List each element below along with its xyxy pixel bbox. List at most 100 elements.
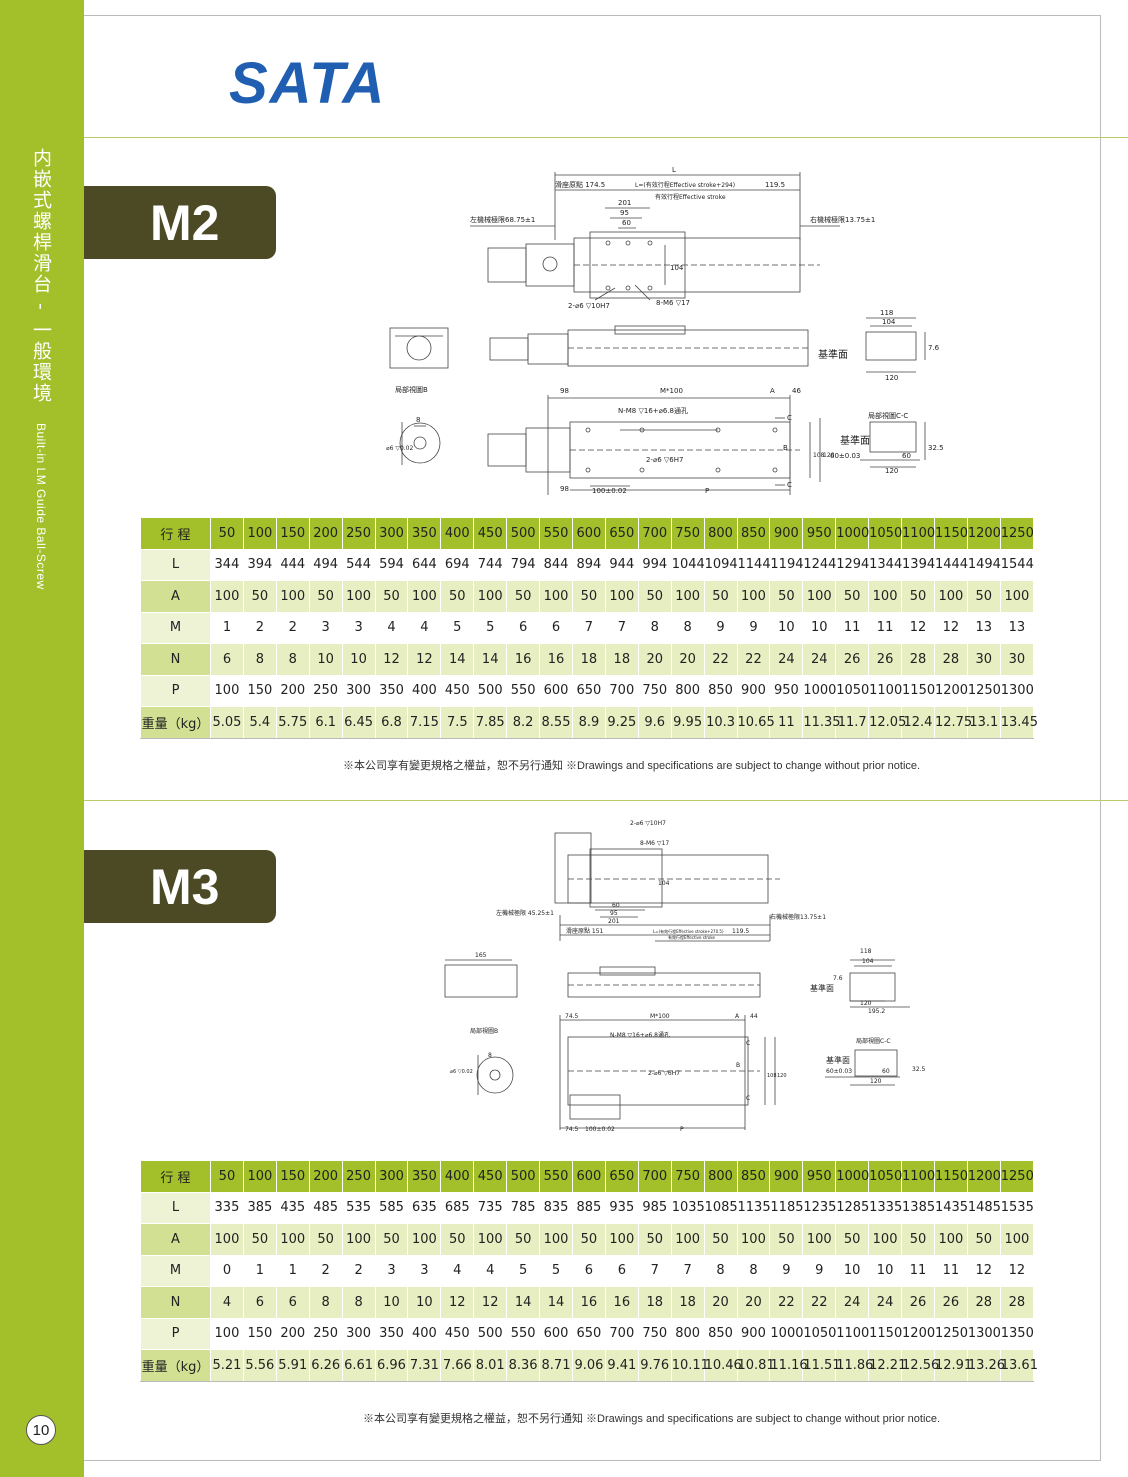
table-cell: 6.96 (374, 1349, 409, 1382)
row-label: L (140, 548, 211, 581)
table-cell: 1050 (868, 517, 902, 550)
m3-label-pin-hole: 2-⌀6 ▽10H7 (630, 820, 666, 827)
table-cell: 1150 (933, 517, 968, 550)
table-cell: 6 (571, 1254, 606, 1287)
table-cell: 12 (407, 643, 442, 676)
table-cell: 12 (966, 1254, 1001, 1287)
table-cell: 9.25 (604, 706, 639, 739)
m3-label-detail-c: 局部視圖C-C (856, 1037, 891, 1045)
table-cell: 1150 (933, 1160, 968, 1193)
sidebar-title-en: Built-in LM Guide Ball-Screw (34, 423, 48, 590)
page-number: 10 (26, 1415, 56, 1445)
table-cell: 100 (210, 1317, 244, 1350)
table-cell: 11.16 (769, 1349, 808, 1382)
table-cell: 12 (999, 1254, 1035, 1287)
table-cell: 7.15 (407, 706, 442, 739)
table-cell: 50 (242, 580, 277, 613)
m2-label-104b: 104 (882, 318, 896, 326)
m2-label-120v: 120 (823, 452, 835, 459)
table-cell: 6.61 (341, 1349, 376, 1382)
table-cell: 7.31 (407, 1349, 442, 1382)
table-cell: 1194 (769, 548, 804, 581)
table-cell: 10.3 (703, 706, 738, 739)
table-cell: 7 (637, 1254, 672, 1287)
table-cell: 1250 (999, 517, 1035, 550)
table-cell: 0 (210, 1254, 244, 1287)
model-tab-m2: M2 (84, 186, 276, 259)
table-cell: 30 (999, 643, 1035, 676)
table-cell: 944 (604, 548, 639, 581)
table-cell: 1100 (901, 1160, 935, 1193)
m3-notice: ※本公司享有變更規格之權益，恕不另行通知 ※Drawings and speci… (363, 1413, 941, 1425)
table-cell: 1135 (736, 1191, 771, 1224)
m2-label-effective-stroke: 有效行程Effective stroke (655, 193, 726, 201)
table-cell: 6 (242, 1286, 277, 1319)
table-cell: 5 (473, 611, 508, 644)
table-cell: 12 (440, 1286, 475, 1319)
table-cell: 20 (670, 643, 705, 676)
table-cell: 7.66 (440, 1349, 475, 1382)
table-cell: 450 (440, 674, 475, 707)
table-cell: 11.7 (835, 706, 870, 739)
table-cell: 8.71 (539, 1349, 573, 1382)
table-cell: 744 (473, 548, 508, 581)
m3-label-datum: 基準面 (810, 983, 834, 993)
table-cell: 50 (637, 580, 672, 613)
table-cell: 100 (210, 674, 244, 707)
table-cell: 10.46 (703, 1349, 742, 1382)
table-cell: 1444 (933, 548, 968, 581)
table-cell: 3 (308, 611, 343, 644)
table-cell: 100 (802, 580, 837, 613)
table-cell: 8 (275, 643, 310, 676)
table-cell: 2 (242, 611, 277, 644)
table-cell: 3 (374, 1254, 409, 1287)
m2-label-left-limit: 左機械極限68.75±1 (470, 215, 535, 224)
table-cell: 10 (868, 1254, 903, 1287)
m3-label-95: 95 (610, 910, 618, 917)
m2-label-tap: 8-M6 ▽17 (656, 299, 690, 307)
table-cell: 150 (275, 517, 310, 550)
table-cell: 1544 (999, 548, 1035, 581)
m3-label-32-5: 32.5 (912, 1066, 926, 1073)
table-cell: 894 (571, 548, 606, 581)
table-cell: 1000 (802, 674, 836, 707)
table-cell: 785 (506, 1191, 541, 1224)
m2-label-108: 108 (813, 452, 825, 459)
table-cell: 9.41 (604, 1349, 639, 1382)
m3-label-201: 201 (608, 918, 620, 925)
table-cell: 1150 (901, 674, 935, 707)
table-cell: 300 (374, 517, 409, 550)
table-cell: 1144 (736, 548, 771, 581)
row-label: 行 程 (140, 517, 211, 550)
m2-label-201: 201 (618, 199, 631, 207)
table-cell: 500 (473, 674, 508, 707)
table-cell: 1094 (703, 548, 738, 581)
table-cell: 1000 (769, 1317, 804, 1350)
table-cell: 1 (242, 1254, 277, 1287)
table-cell: 8 (341, 1286, 376, 1319)
model-tab-m3: M3 (84, 850, 276, 923)
table-cell: 1150 (868, 1317, 902, 1350)
table-cell: 50 (966, 1223, 1001, 1256)
table-cell: 350 (407, 1160, 442, 1193)
table-cell: 18 (571, 643, 606, 676)
table-cell: 10 (802, 611, 837, 644)
table-cell: 1294 (835, 548, 869, 581)
m3-label-detail-b: 局部視圖B (470, 1027, 498, 1035)
m2-label-98: 98 (560, 387, 569, 395)
table-cell: 12.21 (868, 1349, 906, 1382)
table-cell: 13.1 (966, 706, 1001, 739)
table-cell: 794 (506, 548, 541, 581)
table-cell: 8 (736, 1254, 771, 1287)
table-cell: 950 (802, 517, 837, 550)
table-cell: 100 (999, 580, 1035, 613)
table-cell: 994 (637, 548, 672, 581)
row-label: 行 程 (140, 1160, 211, 1193)
table-cell: 1200 (901, 1317, 935, 1350)
table-cell: 11 (868, 611, 903, 644)
table-cell: 1050 (835, 674, 869, 707)
table-cell: 750 (637, 1317, 672, 1350)
table-cell: 8.2 (506, 706, 541, 739)
